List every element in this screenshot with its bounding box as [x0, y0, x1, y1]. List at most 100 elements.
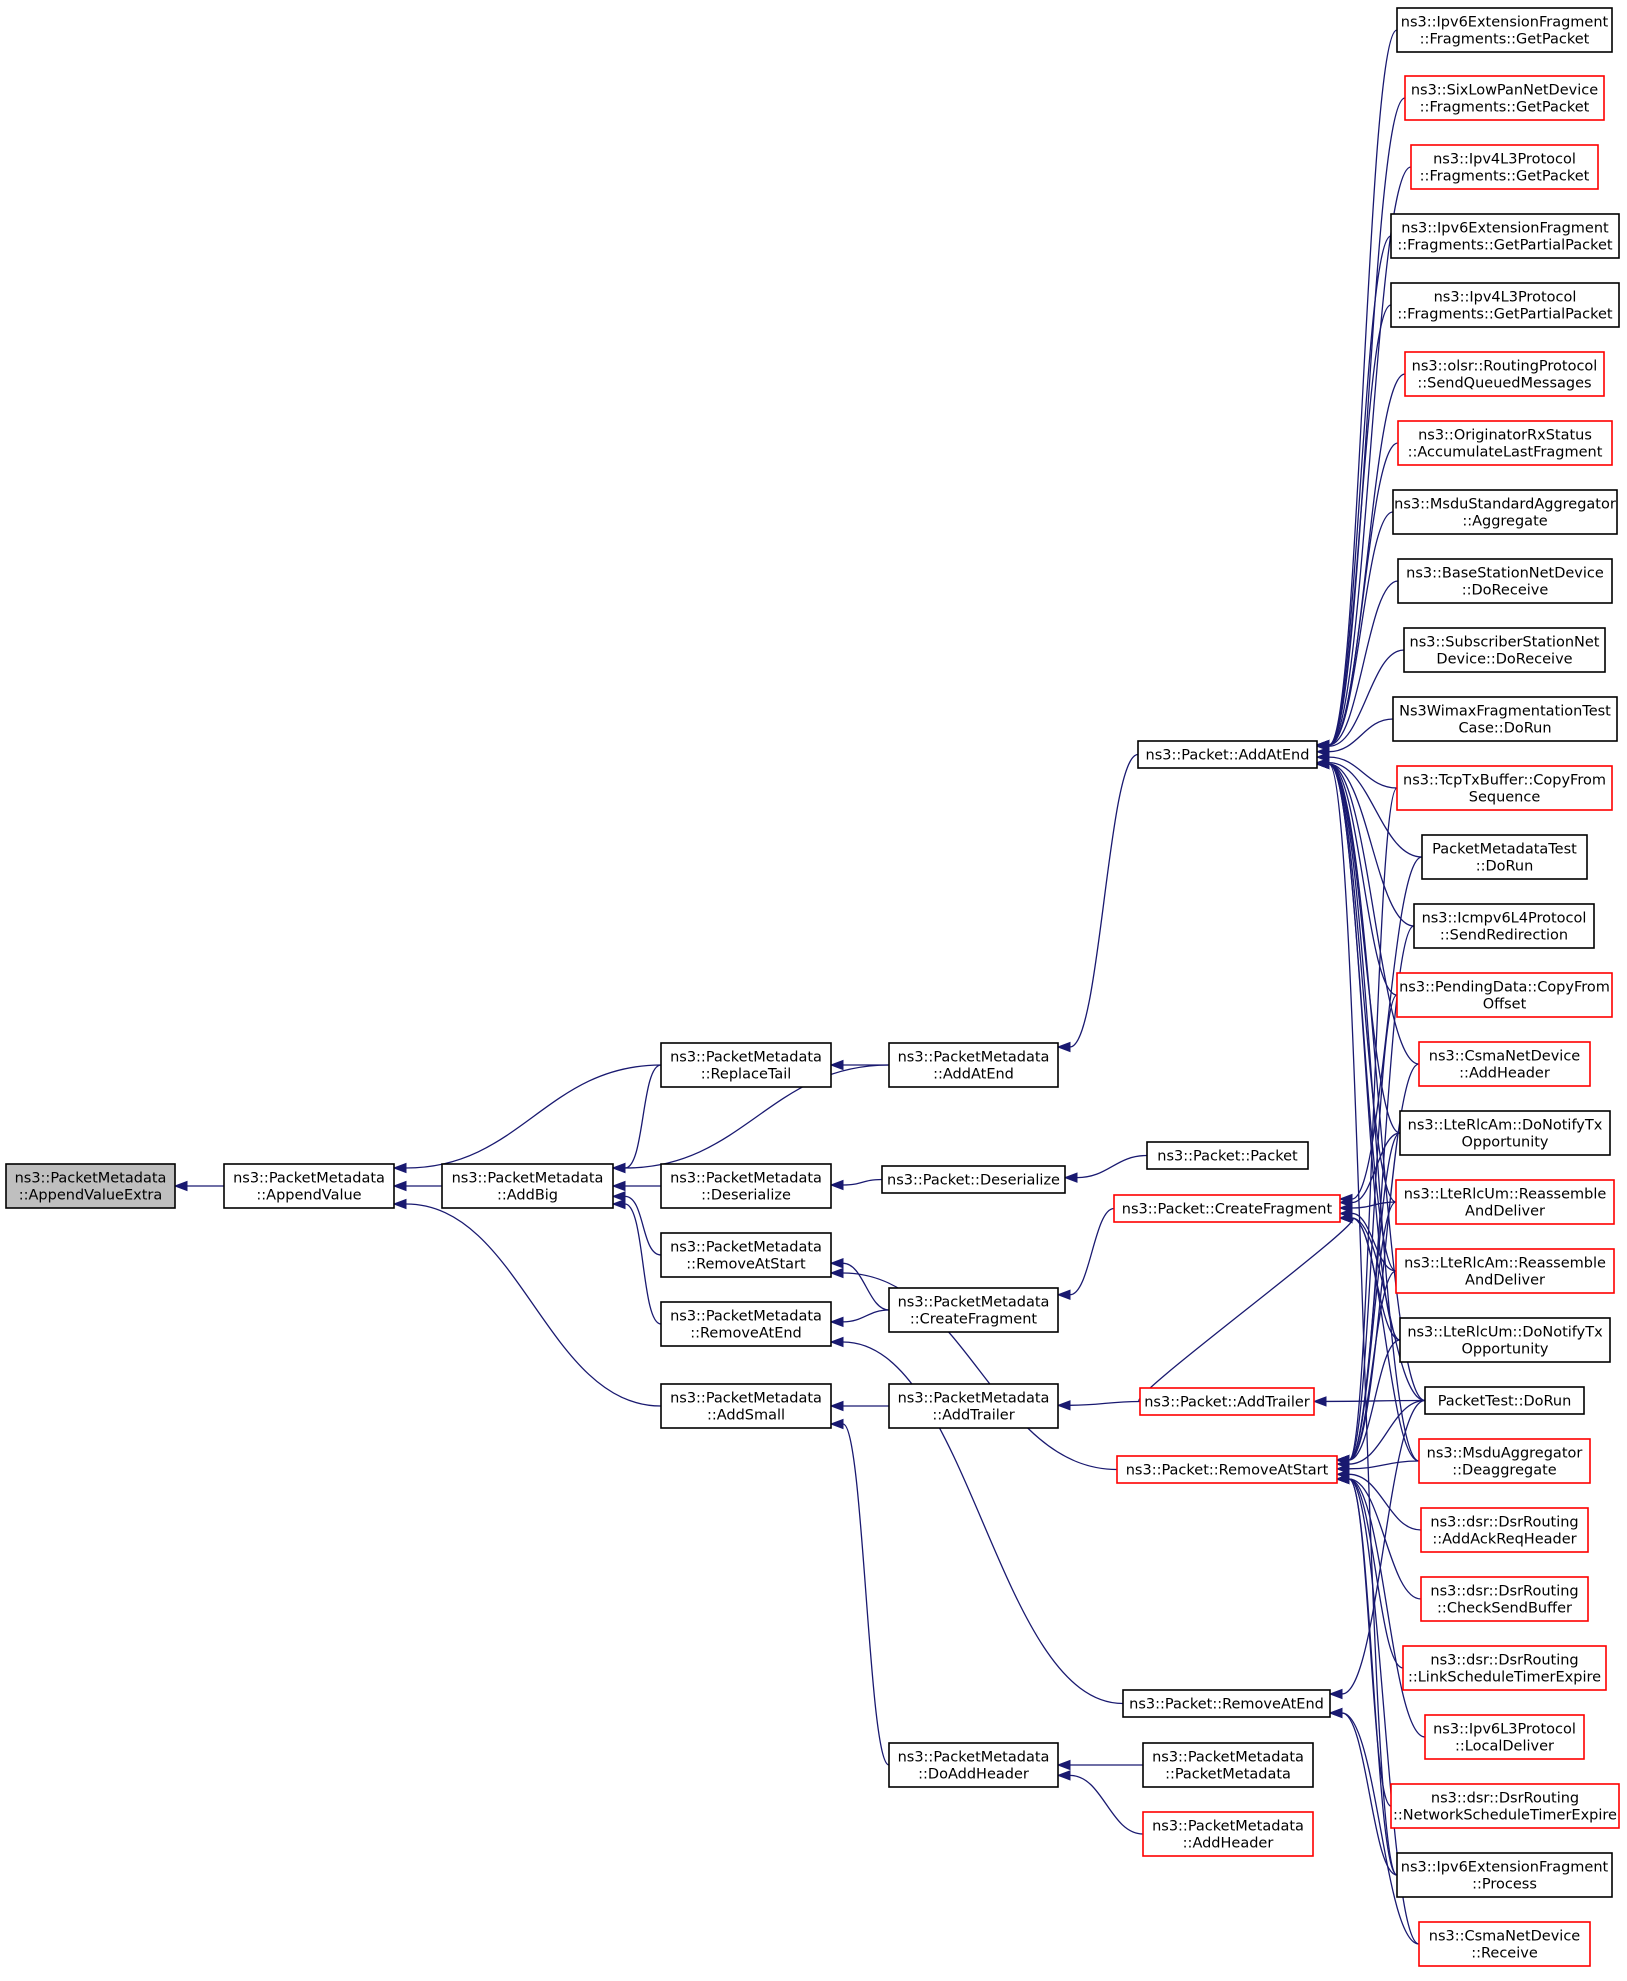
node-label: ns3::SixLowPanNetDevice — [1411, 83, 1598, 99]
node-label: ::AddAtEnd — [933, 1067, 1014, 1083]
node-label: ns3::Packet::AddTrailer — [1144, 1395, 1310, 1411]
node-pmDeserialize[interactable]: ns3::PacketMetadata::Deserialize — [660, 1163, 832, 1209]
node-pDeserialize[interactable]: ns3::Packet::Deserialize — [881, 1165, 1066, 1194]
node-box — [1418, 1438, 1591, 1484]
node-pmCreateFragment[interactable]: ns3::PacketMetadata::CreateFragment — [888, 1287, 1059, 1333]
node-label: ns3::LteRlcUm::Reassemble — [1404, 1187, 1607, 1203]
node-pAddAtEnd[interactable]: ns3::Packet::AddAtEnd — [1137, 740, 1318, 769]
node-box — [1137, 740, 1318, 769]
edge-r21-to-pAddAtEnd — [1328, 763, 1426, 1402]
node-r3[interactable]: ns3::Ipv4L3Protocol::Fragments::GetPacke… — [1410, 144, 1599, 190]
node-r8[interactable]: ns3::MsduStandardAggregator::Aggregate — [1392, 489, 1618, 535]
edge-pmCreateFragment-to-pmRemoveAtStart — [842, 1262, 890, 1311]
node-r2[interactable]: ns3::SixLowPanNetDevice::Fragments::GetP… — [1404, 75, 1605, 121]
node-r5[interactable]: ns3::Ipv4L3Protocol::Fragments::GetParti… — [1390, 282, 1620, 328]
node-r22[interactable]: ns3::MsduAggregator::Deaggregate — [1418, 1438, 1591, 1484]
node-r1[interactable]: ns3::Ipv6ExtensionFragment::Fragments::G… — [1396, 7, 1613, 53]
node-box — [1402, 1645, 1607, 1691]
edge-r8-to-pAddAtEnd — [1328, 511, 1394, 746]
node-label: ::Deaggregate — [1452, 1463, 1556, 1479]
edge-r3-to-pAddAtEnd — [1328, 166, 1412, 746]
node-label: ns3::MsduStandardAggregator — [1394, 497, 1616, 513]
node-label: ns3::Icmpv6L4Protocol — [1422, 911, 1587, 927]
node-pmAddHeader[interactable]: ns3::PacketMetadata::AddHeader — [1142, 1811, 1314, 1857]
node-appendValue[interactable]: ns3::PacketMetadata::AppendValue — [223, 1163, 395, 1209]
edge-r19-to-pRemoveAtStart — [1348, 1270, 1397, 1461]
edge-r4-to-pAddAtEnd — [1328, 235, 1392, 746]
node-r6[interactable]: ns3::olsr::RoutingProtocol::SendQueuedMe… — [1404, 351, 1605, 397]
node-label: ::Fragments::GetPacket — [1420, 100, 1590, 116]
node-pmAddAtEnd[interactable]: ns3::PacketMetadata::AddAtEnd — [888, 1042, 1059, 1088]
node-r25[interactable]: ns3::dsr::DsrRouting::LinkScheduleTimerE… — [1402, 1645, 1607, 1691]
node-addBig[interactable]: ns3::PacketMetadata::AddBig — [441, 1163, 614, 1209]
node-label: ::Aggregate — [1462, 514, 1547, 530]
node-label: ns3::olsr::RoutingProtocol — [1412, 359, 1598, 375]
node-r4[interactable]: ns3::Ipv6ExtensionFragment::Fragments::G… — [1390, 213, 1620, 259]
node-r16[interactable]: ns3::CsmaNetDevice::AddHeader — [1418, 1041, 1591, 1087]
node-r7[interactable]: ns3::OriginatorRxStatus::AccumulateLastF… — [1397, 420, 1613, 466]
node-r21[interactable]: PacketTest::DoRun — [1424, 1386, 1585, 1415]
node-label: ns3::LteRlcAm::Reassemble — [1404, 1256, 1606, 1272]
node-box — [881, 1165, 1066, 1194]
node-r28[interactable]: ns3::Ipv6ExtensionFragment::Process — [1396, 1852, 1613, 1898]
node-pRemoveAtEnd[interactable]: ns3::Packet::RemoveAtEnd — [1122, 1689, 1331, 1718]
edges-layer — [173, 29, 1426, 1945]
node-label: ns3::Ipv6ExtensionFragment — [1401, 1860, 1609, 1876]
node-label: ns3::PendingData::CopyFrom — [1399, 980, 1610, 996]
node-label: ns3::Ipv6L3Protocol — [1433, 1722, 1576, 1738]
arrowhead — [1056, 1770, 1071, 1781]
node-r27[interactable]: ns3::dsr::DsrRouting::NetworkScheduleTim… — [1390, 1783, 1620, 1829]
node-r26[interactable]: ns3::Ipv6L3Protocol::LocalDeliver — [1424, 1714, 1585, 1760]
node-label: ::RemoveAtStart — [686, 1257, 806, 1273]
node-r14[interactable]: ns3::Icmpv6L4Protocol::SendRedirection — [1413, 903, 1595, 949]
node-label: ::DoReceive — [1462, 583, 1549, 599]
node-label: ns3::MsduAggregator — [1427, 1446, 1583, 1462]
node-pmDoAddHeader[interactable]: ns3::PacketMetadata::DoAddHeader — [888, 1742, 1059, 1788]
edge-r21-to-pAddTrailer — [1325, 1399, 1426, 1403]
node-box — [1392, 489, 1618, 535]
arrowhead — [1056, 1400, 1071, 1411]
node-box — [5, 1163, 176, 1209]
node-pAddTrailer[interactable]: ns3::Packet::AddTrailer — [1139, 1387, 1315, 1416]
arrowhead — [829, 1059, 844, 1071]
node-r29[interactable]: ns3::CsmaNetDevice::Receive — [1418, 1921, 1591, 1967]
node-r10[interactable]: ns3::SubscriberStationNetDevice::DoRecei… — [1403, 627, 1606, 673]
node-r24[interactable]: ns3::dsr::DsrRouting::CheckSendBuffer — [1420, 1576, 1589, 1622]
node-box — [1420, 1507, 1589, 1553]
node-r9[interactable]: ns3::BaseStationNetDevice::DoReceive — [1397, 558, 1613, 604]
node-r23[interactable]: ns3::dsr::DsrRouting::AddAckReqHeader — [1420, 1507, 1589, 1553]
node-box — [888, 1383, 1059, 1429]
edge-r29-to-pRemoveAtEnd — [1341, 1712, 1420, 1945]
node-replaceTail[interactable]: ns3::PacketMetadata::ReplaceTail — [660, 1042, 832, 1088]
node-label: ::Fragments::GetPartialPacket — [1397, 307, 1613, 323]
node-label: ::PacketMetadata — [1165, 1767, 1291, 1783]
node-pmAddTrailer[interactable]: ns3::PacketMetadata::AddTrailer — [888, 1383, 1059, 1429]
node-pPacket[interactable]: ns3::Packet::Packet — [1146, 1141, 1309, 1170]
node-box — [1142, 1811, 1314, 1857]
node-label: ns3::PacketMetadata — [898, 1750, 1050, 1766]
node-pmRemoveAtEnd[interactable]: ns3::PacketMetadata::RemoveAtEnd — [660, 1301, 832, 1347]
node-addSmall[interactable]: ns3::PacketMetadata::AddSmall — [660, 1383, 832, 1429]
node-root[interactable]: ns3::PacketMetadata::AppendValueExtra — [5, 1163, 176, 1209]
node-box — [660, 1383, 832, 1429]
node-pmPacketMetadata[interactable]: ns3::PacketMetadata::PacketMetadata — [1142, 1742, 1314, 1788]
arrowhead — [829, 1336, 844, 1348]
node-pmRemoveAtStart[interactable]: ns3::PacketMetadata::RemoveAtStart — [660, 1232, 832, 1278]
arrowhead — [392, 1162, 407, 1174]
node-box — [1420, 1576, 1589, 1622]
node-label: ns3::SubscriberStationNet — [1410, 635, 1600, 651]
node-label: ns3::dsr::DsrRouting — [1430, 1584, 1578, 1600]
node-pRemoveAtStart[interactable]: ns3::Packet::RemoveAtStart — [1116, 1455, 1338, 1484]
node-pCreateFragment[interactable]: ns3::Packet::CreateFragment — [1113, 1194, 1341, 1223]
node-label: ns3::PacketMetadata — [898, 1295, 1050, 1311]
node-label: Ns3WimaxFragmentationTest — [1399, 704, 1611, 720]
node-label: ns3::PacketMetadata — [898, 1050, 1050, 1066]
node-r13[interactable]: PacketMetadataTest::DoRun — [1421, 834, 1588, 880]
